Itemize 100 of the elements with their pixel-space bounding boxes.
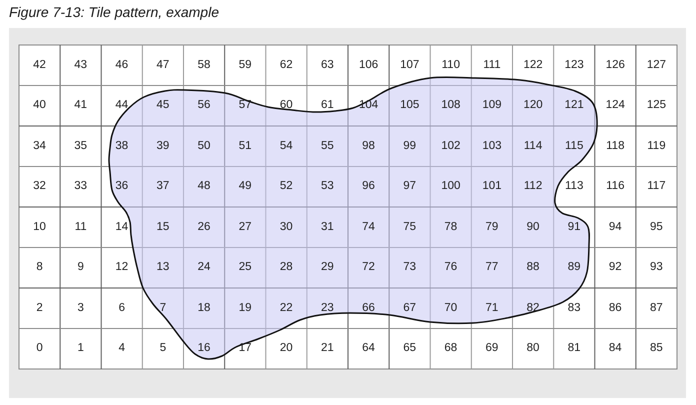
tile-number: 18 [198,302,210,314]
tile-number: 48 [198,181,210,192]
tile-number: 80 [526,343,540,354]
tile-number: 113 [565,181,584,192]
tile-number: 90 [526,222,540,233]
tile-number: 11 [74,222,87,233]
tile-number: 1 [77,343,84,354]
tile-number: 3 [77,302,84,314]
tile-number: 107 [400,60,420,71]
tile-number: 30 [280,222,293,233]
tile-number: 38 [115,140,128,152]
tile-number: 56 [198,100,210,112]
tile-number: 0 [36,343,43,354]
tile-number: 43 [74,60,88,71]
tile-number: 9 [77,262,84,274]
tile-number: 7 [160,302,166,314]
tile-number: 37 [156,181,170,192]
tile-number: 70 [444,302,458,314]
figure-title: Figure 7-13: Tile pattern, example [9,4,219,20]
tile-number: 100 [441,181,460,192]
tile-number: 105 [400,100,420,112]
tile-number: 67 [403,302,416,314]
tile-number: 82 [526,302,540,314]
tile-number: 119 [647,140,666,152]
tile-number: 68 [444,343,458,354]
tile-number: 49 [238,181,252,192]
tile-number: 120 [523,100,543,112]
tile-number: 75 [403,222,416,233]
tile-number: 53 [321,181,334,192]
tile-number: 66 [362,302,375,314]
tile-number: 10 [33,222,46,233]
tile-number: 74 [362,222,375,233]
tile-number: 26 [198,222,210,233]
tile-number: 29 [321,262,334,274]
tile-number: 47 [156,60,170,71]
tile-number: 52 [280,181,293,192]
tile-number: 28 [280,262,293,274]
tile-number: 25 [238,262,252,274]
tile-number: 23 [321,302,334,314]
tile-number: 109 [482,100,502,112]
tile-number: 22 [280,302,293,314]
tile-number: 73 [403,262,416,274]
tile-number: 98 [362,140,375,152]
tile-number: 89 [568,262,581,274]
tile-number: 8 [36,262,43,274]
tile-number: 93 [650,262,663,274]
tile-number: 121 [564,100,584,112]
tile-number: 111 [483,60,501,71]
tile-number: 118 [606,140,624,152]
tile-number: 51 [238,140,252,152]
tile-number: 114 [524,140,542,152]
tile-number: 41 [74,100,88,112]
tile-number: 79 [486,222,498,233]
tile-number: 40 [33,100,46,112]
tile-number: 6 [118,302,126,314]
tile-number: 17 [238,343,252,354]
tile-number: 126 [606,60,625,71]
tile-number: 83 [568,302,581,314]
tile-number: 44 [115,100,128,112]
tile-number: 97 [403,181,416,192]
tile-number: 94 [608,222,622,233]
tile-number: 64 [362,343,375,354]
tile-number: 77 [486,262,498,274]
tile-number: 35 [74,140,88,152]
tile-number: 24 [198,262,210,274]
tile-number: 99 [403,140,416,152]
tile-number: 19 [238,302,252,314]
tile-number: 102 [441,140,460,152]
tile-number: 96 [362,181,375,192]
tile-number: 116 [606,181,624,192]
tile-number: 12 [115,262,128,274]
tile-number: 81 [568,343,581,354]
tile-number: 101 [482,181,502,192]
tile-number: 125 [646,100,666,112]
tile-number: 108 [441,100,460,112]
tile-number: 112 [524,181,542,192]
tile-number: 57 [238,100,252,112]
tile-number: 92 [608,262,622,274]
tile-number: 55 [321,140,334,152]
tile-number: 31 [321,222,334,233]
tile-number: 106 [358,60,378,71]
tile-number: 115 [565,140,584,152]
tile-number: 54 [280,140,293,152]
tile-number: 46 [115,60,128,71]
tile-number: 84 [608,343,622,354]
tile-number: 71 [486,302,498,314]
tile-number: 61 [321,100,334,112]
tile-number: 87 [650,302,663,314]
tile-number: 60 [280,100,293,112]
tile-number: 21 [321,343,334,354]
tile-number: 63 [321,60,334,71]
tile-number: 32 [33,181,46,192]
tile-number: 5 [160,343,166,354]
tile-number: 15 [156,222,170,233]
tile-number: 13 [156,262,170,274]
tile-number: 124 [606,100,625,112]
tile-number: 45 [156,100,170,112]
tile-number: 86 [608,302,622,314]
tile-number: 2 [36,302,43,314]
tile-number: 110 [442,60,460,71]
